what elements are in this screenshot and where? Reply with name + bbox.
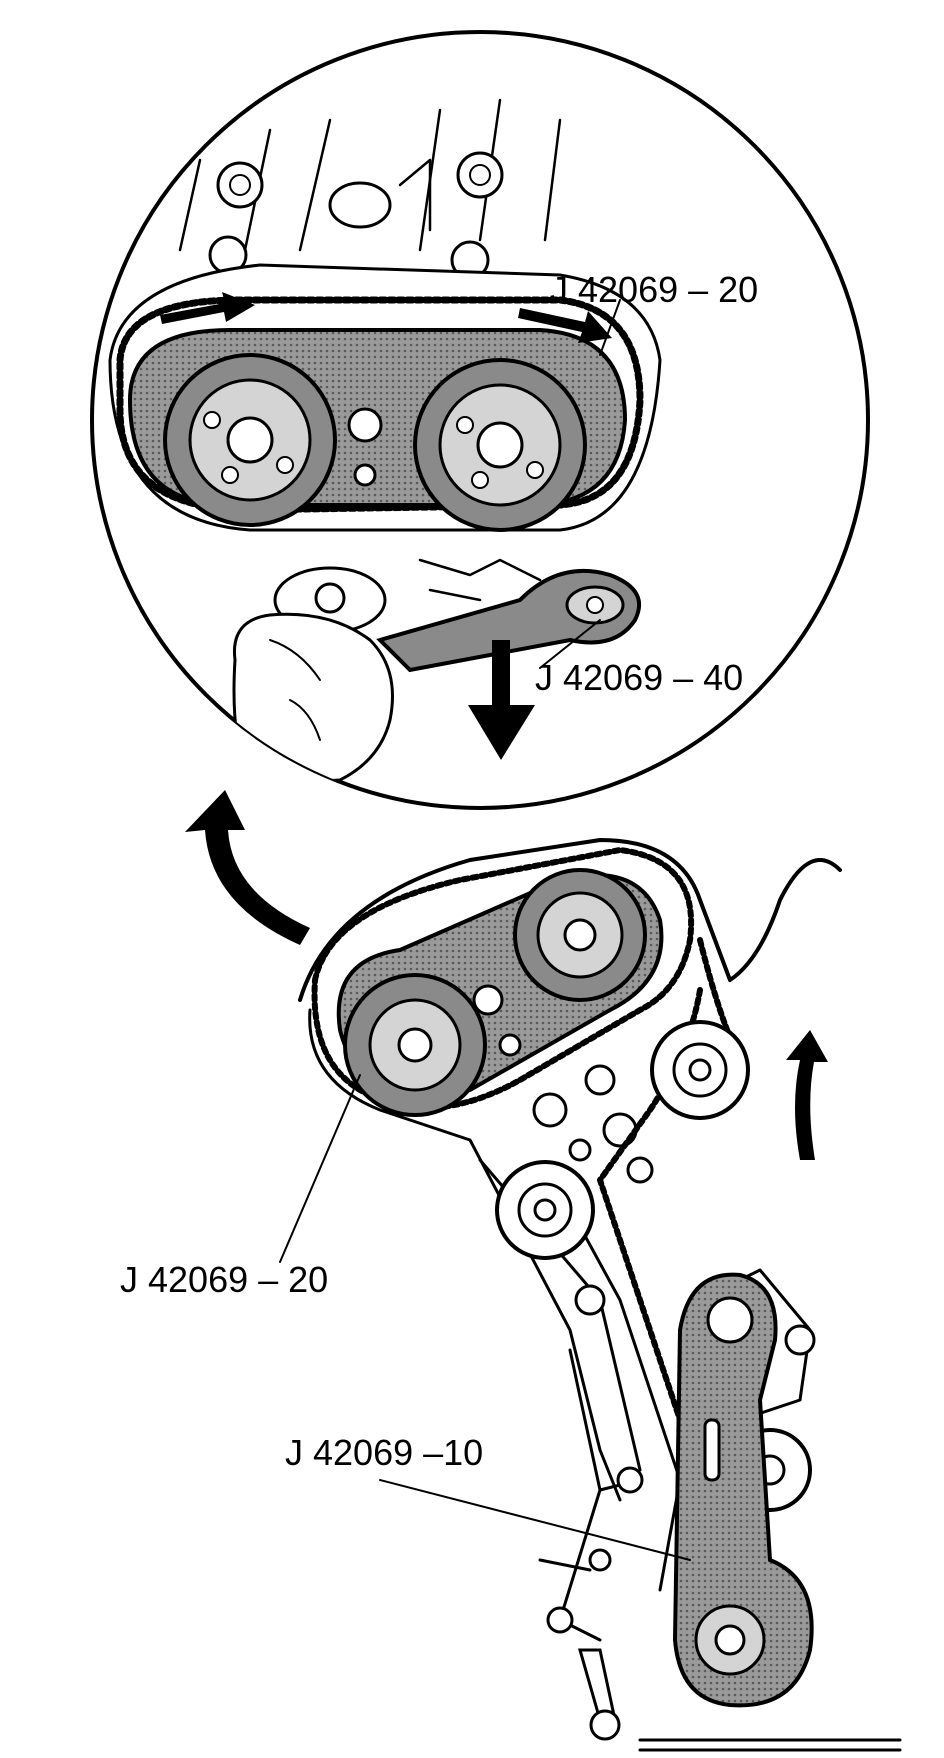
tensioner-tool bbox=[672, 1272, 814, 1708]
label-wrench: J 42069 – 40 bbox=[535, 657, 743, 698]
curved-arrow-icon bbox=[185, 790, 310, 945]
label-cam-holder-upper: J 42069 – 20 bbox=[550, 269, 758, 310]
hand bbox=[232, 612, 394, 787]
head-bolt bbox=[216, 161, 264, 209]
head-plug bbox=[328, 181, 392, 229]
cam-sprocket-right bbox=[413, 358, 587, 532]
curved-arrow-up-icon bbox=[786, 1030, 828, 1160]
cam-sprocket-left bbox=[163, 353, 337, 527]
holder-center-hole bbox=[347, 407, 383, 443]
detail-magnifier bbox=[90, 30, 870, 810]
head-bolt bbox=[456, 151, 504, 199]
belt-direction-arrow-icon bbox=[160, 292, 612, 343]
detail-contents bbox=[108, 98, 662, 787]
arrow-down-icon bbox=[468, 640, 535, 760]
cam-sprocket-main-left bbox=[343, 973, 487, 1117]
cam-sprocket-main-right bbox=[513, 868, 647, 1002]
leader-lower-holder bbox=[279, 1074, 361, 1263]
cylinder-head bbox=[178, 98, 562, 280]
timing-belt bbox=[116, 296, 644, 514]
engine-front-view bbox=[298, 838, 902, 1752]
label-cam-holder-lower: J 42069 – 20 bbox=[120, 1259, 328, 1300]
leader-upper-holder bbox=[599, 299, 621, 356]
leader-tensioner bbox=[379, 1479, 691, 1561]
callout-leaders bbox=[279, 299, 691, 1561]
timing-belt-main bbox=[311, 847, 695, 1111]
label-tensioner: J 42069 –10 bbox=[285, 1432, 483, 1473]
leader-wrench bbox=[539, 619, 601, 669]
holder-lower-hole bbox=[353, 463, 377, 487]
